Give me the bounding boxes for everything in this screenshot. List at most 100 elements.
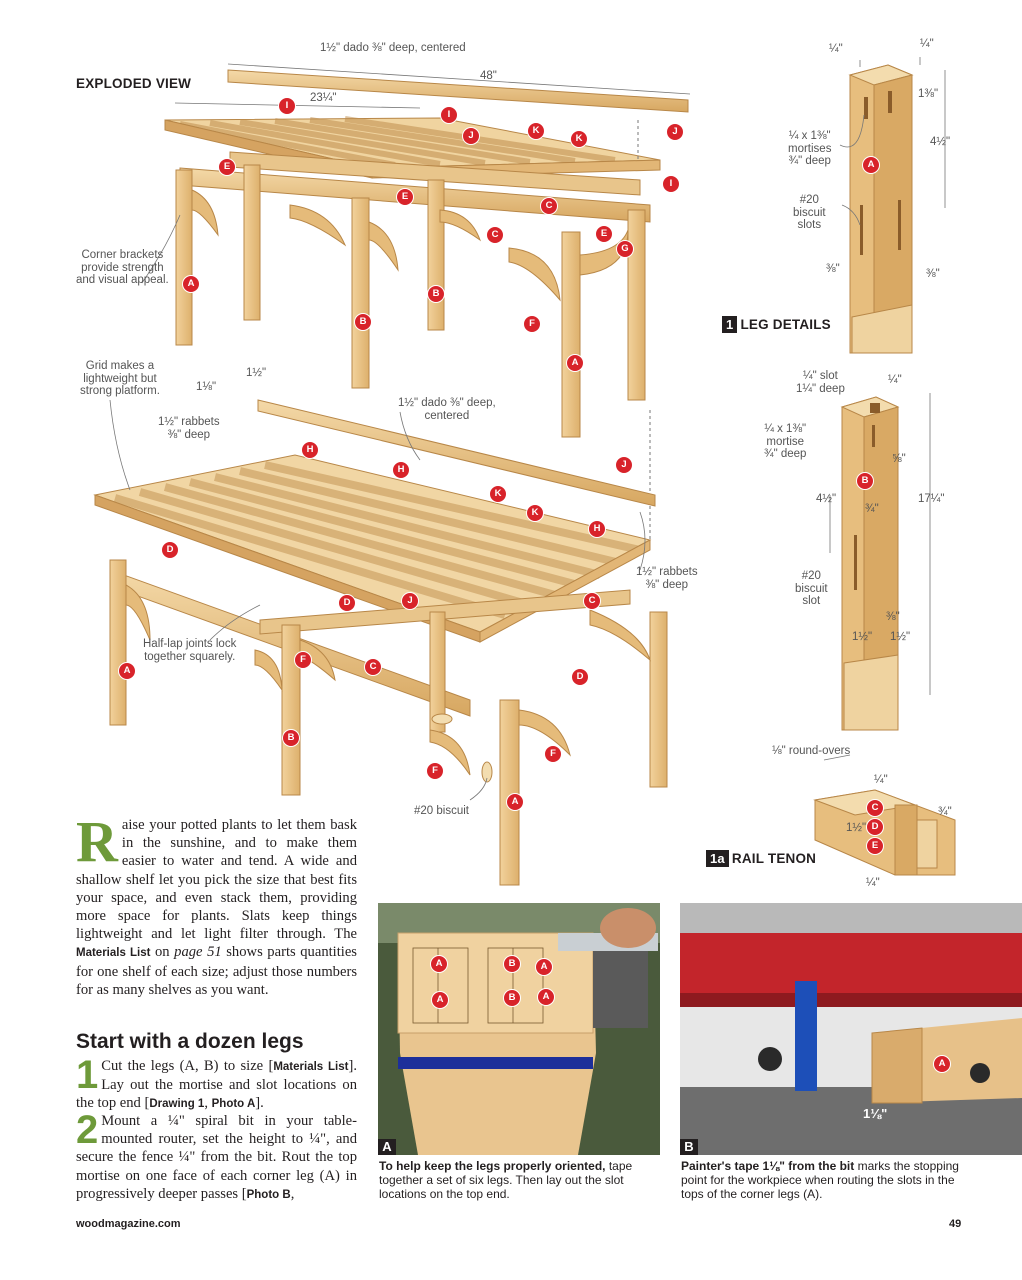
leg-b-dim-w2: 1½" — [890, 631, 911, 643]
part-tag: D — [161, 541, 179, 559]
drawing-number: 1 — [722, 316, 738, 333]
part-tag: E — [396, 188, 414, 206]
part-tag: A — [566, 354, 584, 372]
photo-b-dim: 1⅛" — [863, 1106, 888, 1121]
step-text: , — [204, 1095, 212, 1112]
photo-a-tag: A — [537, 988, 555, 1006]
exploded-view-drawing — [93, 63, 691, 886]
dropcap: R — [76, 809, 118, 874]
part-tag: K — [570, 130, 588, 148]
photo-a-caption: To help keep the legs properly oriented,… — [379, 1159, 661, 1201]
part-tag: J — [666, 123, 684, 141]
part-tag: F — [523, 315, 541, 333]
photo-a-image — [378, 903, 660, 1155]
part-tag: C — [583, 592, 601, 610]
part-tag: H — [301, 441, 319, 459]
part-tag: K — [526, 504, 544, 522]
photo-a-tag: B — [503, 989, 521, 1007]
leg-b-mortise: ¼ x 1⅜" mortise ¾" deep — [764, 423, 807, 460]
dim-grid-15: 1½" — [246, 367, 267, 379]
ref-materials-list: Materials List — [76, 947, 151, 960]
part-tag: A — [182, 275, 200, 293]
callout-biscuit: #20 biscuit — [414, 805, 469, 817]
leg-a-tag: A — [862, 156, 880, 174]
dim-rabbets-left: 1½" rabbets ⅜" deep — [158, 416, 220, 441]
photo-b-tag: A — [933, 1055, 951, 1073]
rail-tenon-drawing — [813, 789, 956, 876]
callout-grid: Grid makes a lightweight but strong plat… — [80, 360, 160, 397]
page-ref: page 51 — [174, 944, 222, 961]
photo-b-caption-text: marks the stopping point for the workpie… — [681, 1159, 959, 1201]
exploded-view-title: EXPLODED VIEW — [76, 76, 192, 91]
part-tag: A — [118, 662, 136, 680]
step-text: ]. Lay out the mortise and slot location… — [76, 1058, 357, 1112]
rail-tenon-dim-bottom: ¼" — [866, 877, 880, 889]
part-tag: I — [440, 106, 458, 124]
dim-dado-mid: 1½" dado ⅜" deep, centered — [398, 397, 496, 422]
step-text: ]. — [255, 1095, 264, 1112]
drawing-number: 1a — [706, 850, 729, 867]
dim-grid-18: 1⅛" — [196, 381, 217, 393]
step-text: Mount a ¼" spiral bit in your table-moun… — [76, 1113, 357, 1202]
part-tag: F — [426, 762, 444, 780]
dim-48: 48" — [480, 70, 497, 82]
photo-b-caption: Painter's tape 1⅛" from the bit marks th… — [681, 1159, 971, 1201]
rail-tenon-dim-left: 1½" — [846, 822, 867, 834]
leg-details-drawing — [839, 57, 946, 354]
part-tag: I — [278, 97, 296, 115]
leg-b-dim-w1: 1½" — [852, 631, 873, 643]
dim-top-dado: 1½" dado ⅜" deep, centered — [320, 42, 466, 54]
rail-tenon-dim-right: ¾" — [938, 806, 952, 818]
part-tag: J — [401, 592, 419, 610]
photo-a-tag: B — [503, 955, 521, 973]
leg-details-label: LEG DETAILS — [740, 317, 831, 332]
leg-a-dim-138: 1⅜" — [918, 88, 939, 100]
photo-a-label: A — [378, 1139, 396, 1155]
leg-b-roundovers: ⅛" round-overs — [772, 745, 851, 757]
dim-rabbets-right: 1½" rabbets ⅜" deep — [636, 566, 698, 591]
part-tag: D — [571, 668, 589, 686]
part-tag: B — [354, 313, 372, 331]
leg-b-dim-top-right: ¼" — [888, 374, 902, 386]
intro-text-3: shows parts quantities for one shelf of … — [76, 944, 357, 998]
leg-a-dim-412: 4½" — [930, 136, 951, 148]
photo-a-caption-text: tape together a set of six legs. Then la… — [379, 1159, 633, 1201]
rail-tenon-label: RAIL TENON — [731, 851, 817, 866]
ref-materials-list: Materials List — [273, 1061, 349, 1073]
footer-site[interactable]: woodmagazine.com — [76, 1218, 181, 1230]
photo-b-caption-lead: Painter's tape 1⅛" from the bit — [681, 1159, 855, 1173]
leg-b-dim-58: ⅝" — [892, 453, 906, 465]
part-tag: F — [544, 745, 562, 763]
leg-a-biscuit-slots: #20 biscuit slots — [793, 194, 826, 231]
part-tag: K — [489, 485, 507, 503]
rail-tenon-tag-c: C — [866, 799, 884, 817]
part-tag: E — [595, 225, 613, 243]
leg-a-dim-low-right: ⅜" — [926, 268, 940, 280]
leg-b-slot: ¼" slot 1¼" deep — [796, 370, 845, 395]
photo-b: A 1⅛" B — [680, 903, 1022, 1155]
part-tag: K — [527, 122, 545, 140]
part-tag: J — [462, 127, 480, 145]
callout-corner-brackets: Corner brackets provide strength and vis… — [76, 249, 169, 286]
dim-23: 23¼" — [310, 92, 337, 104]
leg-a-mortises: ¼ x 1⅜" mortises ¾" deep — [788, 130, 832, 167]
part-tag: F — [294, 651, 312, 669]
part-tag: J — [615, 456, 633, 474]
photo-a-tag: A — [430, 955, 448, 973]
part-tag: I — [662, 175, 680, 193]
part-tag: A — [506, 793, 524, 811]
leg-a-dim-top-left: ¼" — [829, 43, 843, 55]
intro-text-2: on — [150, 944, 175, 961]
photo-a-tag: A — [431, 991, 449, 1009]
section-heading: Start with a dozen legs — [76, 1030, 304, 1053]
step-number: 1 — [76, 1053, 99, 1097]
page-number: 49 — [949, 1218, 962, 1230]
step-text: Cut the legs (A, B) to size [ — [101, 1058, 274, 1074]
part-tag: H — [392, 461, 410, 479]
part-tag: C — [364, 658, 382, 676]
photo-b-image — [680, 903, 1022, 1155]
